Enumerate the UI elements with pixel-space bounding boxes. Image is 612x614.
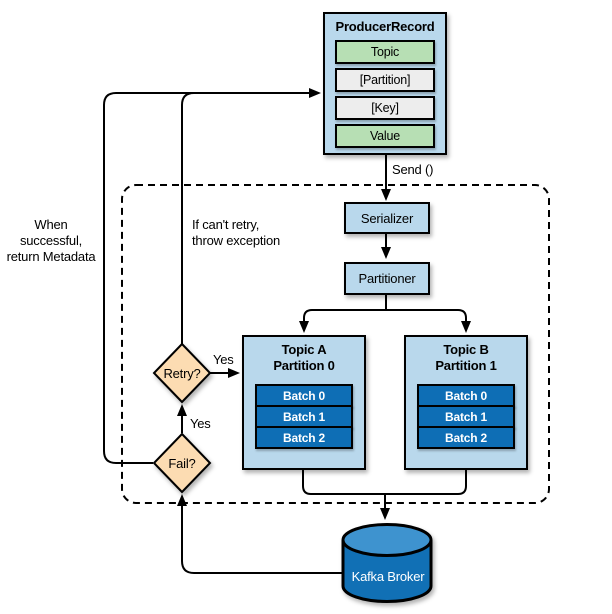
batch-row: Batch 0 <box>417 384 515 407</box>
topic-b-partition-box: Topic B Partition 1 Batch 0 Batch 1 Batc… <box>404 335 528 470</box>
topic-b-header: Topic B Partition 1 <box>406 337 526 374</box>
broker-to-fail-line <box>177 494 345 574</box>
success-annotation-line1: When successful, <box>19 217 83 248</box>
topic-a-title: Topic A <box>281 342 327 357</box>
topics-merge-line <box>302 470 467 495</box>
partitioner-box: Partitioner <box>344 262 430 295</box>
kafka-broker-label: Kafka Broker <box>351 569 425 584</box>
producer-record-title: ProducerRecord <box>335 18 435 34</box>
no-retry-annotation-line1: If can't retry, <box>192 217 260 232</box>
topic-b-subtitle: Partition 1 <box>435 358 497 373</box>
topic-a-subtitle: Partition 0 <box>273 358 335 373</box>
field-partition: [Partition] <box>335 68 435 92</box>
topic-b-title: Topic B <box>443 342 489 357</box>
retry-yes-label: Yes <box>213 352 234 367</box>
topic-b-batches: Batch 0 Batch 1 Batch 2 <box>417 384 515 449</box>
send-label: Send () <box>392 162 434 177</box>
success-annotation: When successful, return Metadata <box>2 217 100 265</box>
fail-label: Fail? <box>168 456 196 471</box>
topic-a-partition-box: Topic A Partition 0 Batch 0 Batch 1 Batc… <box>242 335 366 470</box>
field-value: Value <box>335 124 435 148</box>
no-retry-annotation: If can't retry, throw exception <box>192 217 280 249</box>
branch-to-topic-a-arrow <box>299 309 386 333</box>
throw-exception-line <box>181 92 195 344</box>
serializer-box: Serializer <box>344 202 430 234</box>
batch-row: Batch 1 <box>417 405 515 428</box>
batch-row: Batch 0 <box>255 384 353 407</box>
return-metadata-line <box>103 88 321 464</box>
branch-to-topic-b-arrow <box>386 309 471 333</box>
fail-yes-label: Yes <box>190 416 211 431</box>
fail-decision-diamond <box>152 432 212 494</box>
batch-row: Batch 2 <box>255 426 353 449</box>
field-topic: Topic <box>335 40 435 64</box>
retry-label: Retry? <box>163 366 201 381</box>
batch-row: Batch 2 <box>417 426 515 449</box>
topic-a-header: Topic A Partition 0 <box>244 337 364 374</box>
no-retry-annotation-line2: throw exception <box>192 233 281 248</box>
producer-record-box: ProducerRecord Topic [Partition] [Key] V… <box>323 12 447 155</box>
batch-row: Batch 1 <box>255 405 353 428</box>
producer-record-fields: Topic [Partition] [Key] Value <box>325 38 445 148</box>
producer-boundary-dashed-box <box>121 184 550 504</box>
topic-a-batches: Batch 0 Batch 1 Batch 2 <box>255 384 353 449</box>
retry-decision-diamond <box>152 342 212 404</box>
success-annotation-line2: return Metadata <box>6 249 96 264</box>
kafka-broker-cylinder <box>341 523 433 603</box>
field-key: [Key] <box>335 96 435 120</box>
